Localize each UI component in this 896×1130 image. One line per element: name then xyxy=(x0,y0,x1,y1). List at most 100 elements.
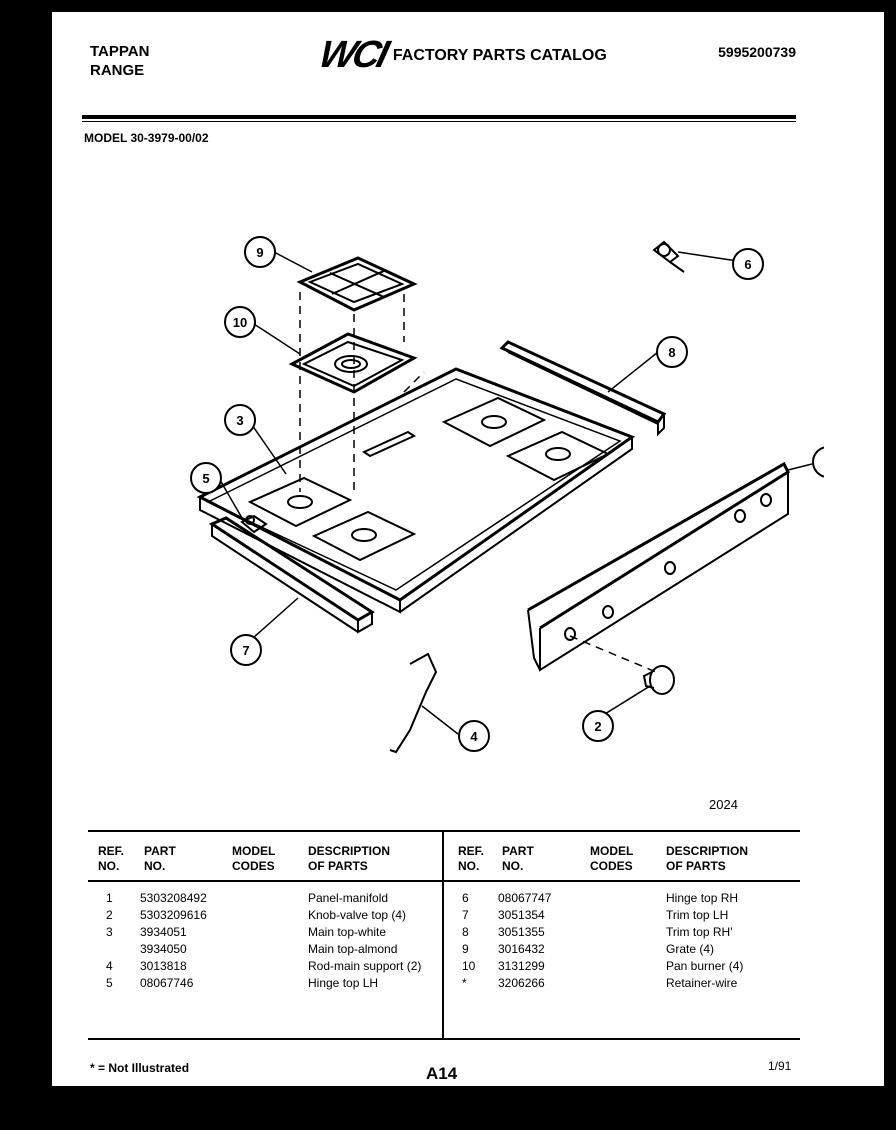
trim-top-lh-drawing xyxy=(208,516,375,634)
catalog-number: 5995200739 xyxy=(718,44,796,60)
panel-manifold-drawing xyxy=(527,461,790,672)
left-desc-column: Panel-manifold Knob-valve top (4) Main t… xyxy=(308,890,421,992)
figure-number: 2024 xyxy=(709,797,738,812)
table-row: Hinge top LH xyxy=(308,976,379,990)
svg-text:10: 10 xyxy=(233,315,247,330)
callout-4: 4 xyxy=(458,720,490,752)
table-bottom-rule xyxy=(88,1038,800,1040)
table-row: 3 xyxy=(106,925,113,939)
callout-5: 5 xyxy=(190,462,222,494)
table-row: 8 xyxy=(462,925,469,939)
table-row: Rod-main support (2) xyxy=(308,959,422,973)
table-row: 3051355 xyxy=(498,925,545,939)
callout-7: 7 xyxy=(230,634,262,666)
callout-2: 2 xyxy=(582,710,614,742)
leader-lines xyxy=(219,251,813,735)
table-row: Hinge top RH xyxy=(666,891,739,905)
table-row: 5 xyxy=(106,976,113,990)
table-header-rule xyxy=(88,880,800,882)
table-divider xyxy=(442,830,444,1040)
table-row: Trim top RH' xyxy=(666,925,733,939)
left-part-column: 5303208492 5303209616 3934051 3934050 30… xyxy=(140,890,207,992)
table-row: 3934050 xyxy=(140,942,187,956)
callout-6: 6 xyxy=(732,248,764,280)
catalog-header: WCI FACTORY PARTS CATALOG xyxy=(315,34,607,77)
callout-9: 9 xyxy=(244,236,276,268)
trim-top-rh-drawing xyxy=(499,340,667,437)
table-row: 3016432 xyxy=(498,942,545,956)
rod-support-drawing xyxy=(389,652,438,754)
header-rule xyxy=(82,115,796,119)
header-ref-right: REF.NO. xyxy=(458,844,485,873)
brand-line-1: TAPPAN xyxy=(90,43,150,60)
table-row: 4 xyxy=(106,959,113,973)
svg-text:5: 5 xyxy=(202,471,209,486)
table-row: 1 xyxy=(106,891,113,905)
table-row: Main top-almond xyxy=(308,942,398,956)
table-row: 5303209616 xyxy=(140,908,207,922)
wci-logo: WCI xyxy=(314,34,391,76)
pan-burner-drawing xyxy=(288,332,418,394)
main-top-drawing xyxy=(196,367,636,614)
table-row: 08067746 xyxy=(140,976,194,990)
right-desc-column: Hinge top RH Trim top LH Trim top RH' Gr… xyxy=(666,890,743,992)
left-ref-column: 1 2 3 4 5 xyxy=(106,890,113,992)
knob-drawing xyxy=(642,665,675,695)
table-row: 3013818 xyxy=(140,959,187,973)
table-row: Trim top LH xyxy=(666,908,729,922)
exploded-parts-diagram: 9 10 3 5 6 8 1 7 xyxy=(190,236,824,754)
brand-block: TAPPAN RANGE xyxy=(90,42,149,80)
revision-date: 1/91 xyxy=(768,1059,792,1073)
table-row: 2 xyxy=(106,908,113,922)
table-row: Pan burner (4) xyxy=(666,959,744,973)
table-row: 7 xyxy=(462,908,469,922)
callout-3: 3 xyxy=(224,404,256,436)
callout-1: 1 xyxy=(812,446,824,478)
svg-text:4: 4 xyxy=(470,729,478,744)
hinge-top-lh-drawing xyxy=(240,514,268,534)
svg-text:9: 9 xyxy=(256,245,263,260)
right-ref-column: 6 7 8 9 10 * xyxy=(462,890,475,992)
table-row: 6 xyxy=(462,891,469,905)
page-code: A14 xyxy=(426,1064,458,1083)
table-row: 10 xyxy=(462,959,476,973)
callout-8: 8 xyxy=(656,336,688,368)
callout-10: 10 xyxy=(224,306,256,338)
catalog-page: TAPPAN RANGE WCI FACTORY PARTS CATALOG 5… xyxy=(52,12,884,1086)
table-row: 9 xyxy=(462,942,469,956)
hinge-top-rh-drawing xyxy=(652,240,685,273)
svg-text:3: 3 xyxy=(236,413,243,428)
not-illustrated-note: * = Not Illustrated xyxy=(90,1061,190,1075)
table-row: 3206266 xyxy=(498,976,545,990)
catalog-title: FACTORY PARTS CATALOG xyxy=(392,46,607,64)
table-row: 08067747 xyxy=(498,891,552,905)
table-row xyxy=(106,941,113,958)
table-row: Knob-valve top (4) xyxy=(308,908,407,922)
header-ref-left: REF.NO. xyxy=(98,844,125,873)
table-row: Retainer-wire xyxy=(666,976,738,990)
header-rule-thin xyxy=(82,121,796,122)
svg-text:2: 2 xyxy=(594,719,601,734)
table-row: 3934051 xyxy=(140,925,187,939)
right-part-column: 08067747 3051354 3051355 3016432 3131299… xyxy=(498,890,551,992)
svg-text:7: 7 xyxy=(242,643,249,658)
brand-line-2: RANGE xyxy=(90,62,145,79)
svg-text:6: 6 xyxy=(744,257,751,272)
grate-drawing xyxy=(296,256,418,312)
svg-text:8: 8 xyxy=(668,345,675,360)
table-top-rule xyxy=(88,830,800,832)
table-row: Panel-manifold xyxy=(308,891,389,905)
table-row: Grate (4) xyxy=(666,942,715,956)
model-label: MODEL 30-3979-00/02 xyxy=(84,131,209,145)
table-row: * xyxy=(462,976,467,990)
table-row: 3051354 xyxy=(498,908,545,922)
table-row: 5303208492 xyxy=(140,891,207,905)
table-row: 3131299 xyxy=(498,959,545,973)
table-row: Main top-white xyxy=(308,925,387,939)
